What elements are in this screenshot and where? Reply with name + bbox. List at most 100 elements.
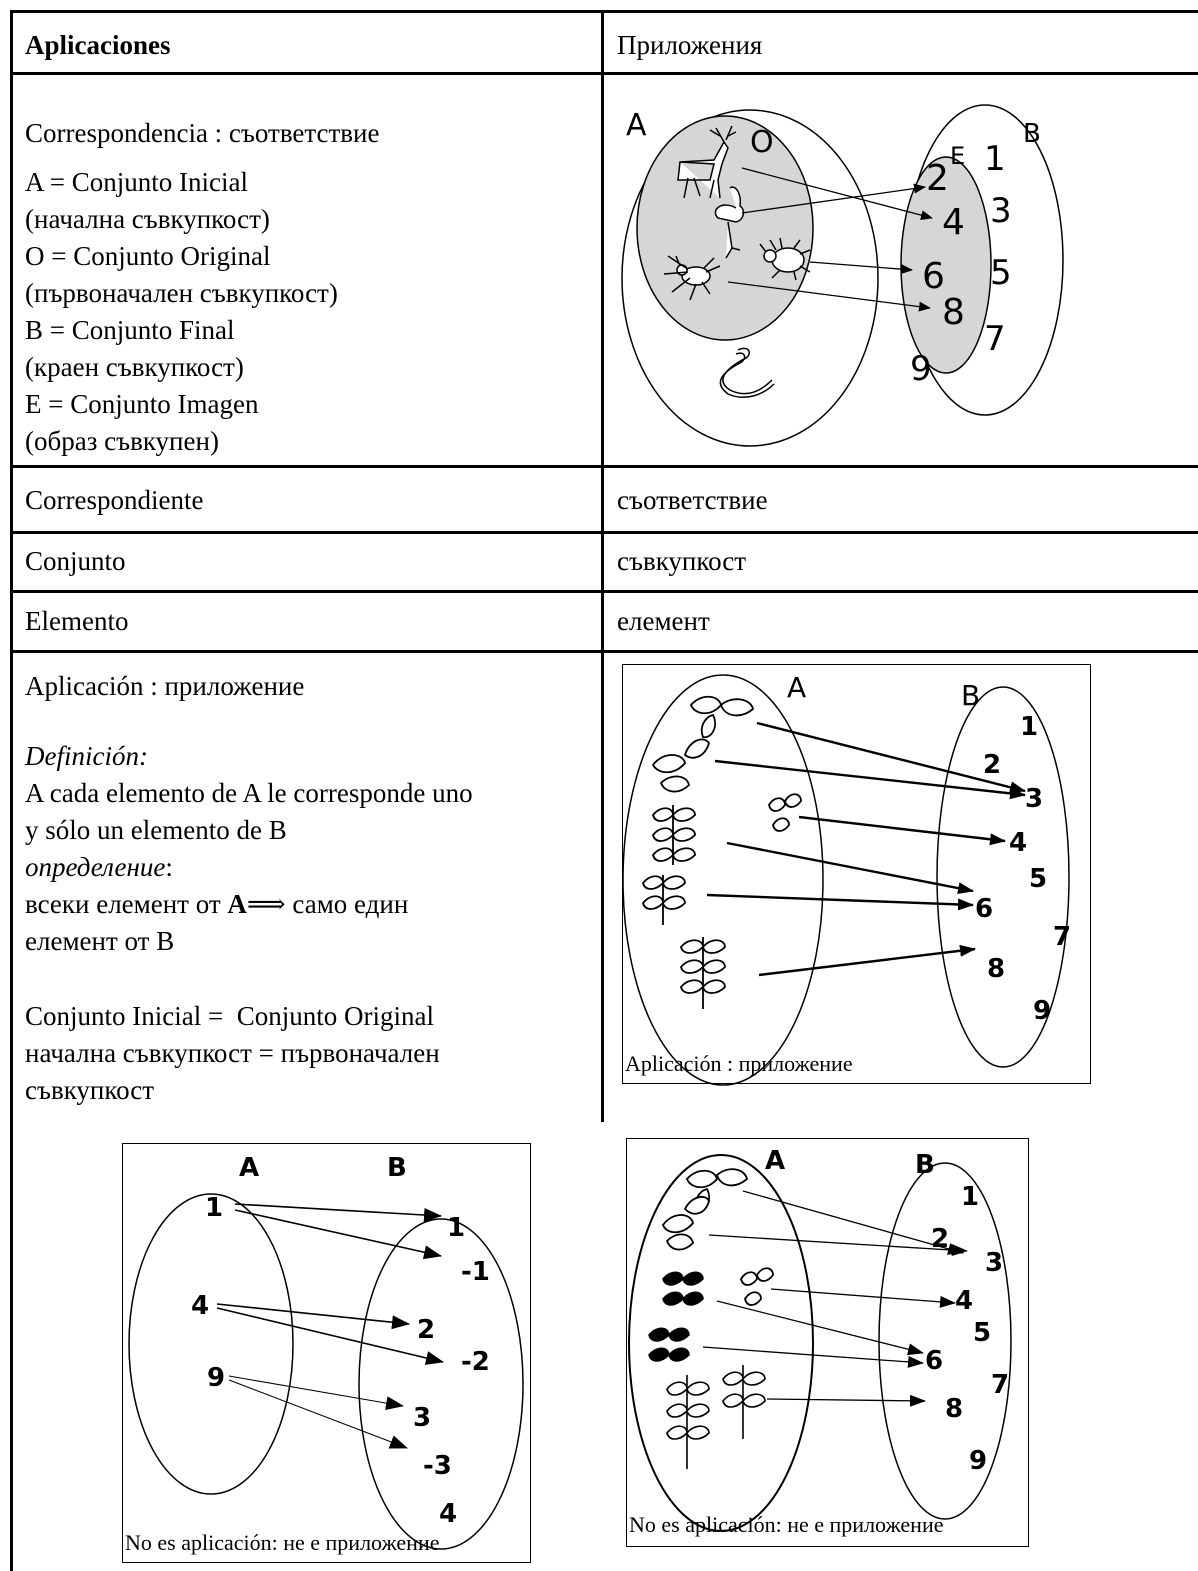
number-label: 5	[1029, 864, 1047, 894]
table-row-divider-1	[10, 72, 1198, 75]
number-label: 4	[439, 1499, 457, 1529]
definition-bg-prefix: всеки елемент от	[25, 889, 221, 919]
term-sаotvetstvie: съответствие	[617, 485, 768, 515]
definition-es-line: A cada elemento de A le corresponde uno	[25, 778, 473, 808]
label-set-a: A	[765, 1146, 785, 1176]
definition-bg-line: всеки елемент от A⟹ само един	[25, 886, 408, 923]
equivalence-line: Conjunto Inicial = Conjunto Original	[25, 1001, 434, 1031]
number-label: 1	[961, 1182, 979, 1212]
equivalence-line: начална съвкупкост = първоначален	[25, 1038, 440, 1068]
definition-line: E = Conjunto Imagen	[25, 389, 259, 419]
definition-label-bg: определение:	[25, 852, 173, 882]
number-label: 8	[987, 954, 1005, 984]
number-label: 1	[984, 139, 1006, 179]
definition-line: (образ съвкупен)	[25, 426, 219, 456]
number-label: -2	[461, 1347, 490, 1377]
definition-line: O = Conjunto Original	[25, 241, 271, 271]
number-label: 2	[931, 1224, 949, 1254]
term-conjunto: Conjunto	[25, 546, 126, 576]
number-label: 6	[975, 894, 993, 924]
number-label: -1	[461, 1257, 490, 1287]
label-set-a: A	[239, 1153, 259, 1183]
definition-line: (краен съвкупкост)	[25, 352, 244, 382]
definition-line: B = Conjunto Final	[25, 315, 235, 345]
spider-icon	[663, 255, 721, 301]
label-set-b: B	[1023, 119, 1041, 149]
number-label: 1	[205, 1193, 223, 1223]
number-label: 7	[1053, 922, 1071, 952]
label-set-b: B	[915, 1150, 935, 1180]
number-label: 3	[990, 191, 1012, 231]
not-application-caption-1: No es aplicación: не е приложение	[125, 1530, 440, 1555]
leaf-icon	[685, 1168, 748, 1213]
implies-arrow: ⟹	[246, 889, 286, 919]
definition-bg-line2: елемент от В	[25, 926, 175, 956]
application-diagram-box: A B 1 2 3 4 5 6 7 8 9	[622, 664, 1091, 1086]
number-label: 5	[990, 253, 1012, 293]
correspondence-diagram: A O E B 1 2 3 4 5 6 7 8 9	[621, 104, 1064, 447]
application-caption: Aplicación : приложение	[625, 1051, 853, 1076]
leaf-icon	[680, 937, 726, 1009]
number-label: 1	[1020, 712, 1038, 742]
definition-line: A = Conjunto Inicial	[25, 167, 248, 197]
correspondence-definitions: A = Conjunto Inicial (начална съвкупкост…	[25, 164, 338, 460]
number-label: 7	[991, 1370, 1009, 1400]
label-set-a: A	[626, 108, 647, 143]
number-label: 3	[413, 1403, 431, 1433]
number-label: 7	[984, 319, 1006, 359]
label-set-o: O	[750, 125, 774, 160]
term-correspondiente: Correspondiente	[25, 485, 204, 515]
number-label: 8	[945, 1394, 963, 1424]
application-title: Aplicación : приложение	[25, 671, 305, 701]
not-application-diagram-1-box: A B 1 4 9 1 -1 2 -2 3 -3 4 No es aplicac…	[122, 1143, 531, 1563]
definition-line: (начална съвкупкост)	[25, 204, 270, 234]
header-prilozheniya: Приложения	[617, 30, 763, 60]
header-aplicaciones: Aplicaciones	[25, 30, 171, 60]
definition-label: Definición:	[25, 741, 148, 771]
correspondence-title: Correspondencia : съответствие	[25, 118, 380, 148]
term-element: елемент	[617, 606, 710, 636]
equivalence-line: съвкупкост	[25, 1075, 155, 1105]
table-row-divider-4	[10, 590, 1198, 593]
leaf-icon	[768, 793, 802, 832]
number-label: 1	[447, 1213, 465, 1243]
leaf-icon	[652, 805, 696, 865]
number-label: 6	[925, 1346, 943, 1376]
leaf-icon	[651, 738, 710, 793]
not-application-diagram-2-box: A B 1 2 3 4 5 6 7 8 9	[626, 1138, 1029, 1547]
snake-icon	[719, 347, 775, 398]
term-elemento: Elemento	[25, 606, 129, 636]
flamingo-icon	[714, 186, 745, 259]
definition-bg-suffix: само един	[292, 889, 409, 919]
number-label: 3	[985, 1248, 1003, 1278]
number-label: 6	[922, 256, 945, 297]
number-label: 2	[926, 158, 949, 199]
definition-es-line: y sólo un elemento de B	[25, 815, 287, 845]
label-set-e: E	[950, 142, 965, 170]
number-label: 4	[1009, 828, 1027, 858]
number-label: 2	[983, 750, 1001, 780]
leaf-icon	[740, 1267, 774, 1306]
number-label: 3	[1025, 784, 1043, 814]
table-column-divider	[601, 10, 604, 1122]
number-label: 9	[969, 1446, 987, 1476]
leaf-icon	[689, 695, 754, 739]
number-label: -3	[423, 1451, 452, 1481]
number-label: 4	[942, 202, 965, 243]
table-border-top	[10, 10, 1198, 13]
beetle-icon	[759, 237, 811, 281]
label-set-b: B	[387, 1153, 407, 1183]
number-label: 5	[973, 1318, 991, 1348]
table-row-divider-5	[10, 650, 1198, 653]
application-diagram: A B 1 2 3 4 5 6 7 8 9	[622, 671, 1071, 1086]
label-set-b: B	[961, 679, 980, 712]
number-label: 8	[942, 292, 965, 333]
number-label: 4	[191, 1291, 209, 1321]
leaf-icon	[648, 1327, 690, 1362]
number-label: 4	[955, 1286, 973, 1316]
table-row-divider-3	[10, 531, 1198, 534]
number-label: 2	[417, 1315, 435, 1345]
deer-icon	[677, 125, 737, 199]
number-label: 9	[207, 1363, 225, 1393]
table-border-left	[10, 10, 13, 1571]
